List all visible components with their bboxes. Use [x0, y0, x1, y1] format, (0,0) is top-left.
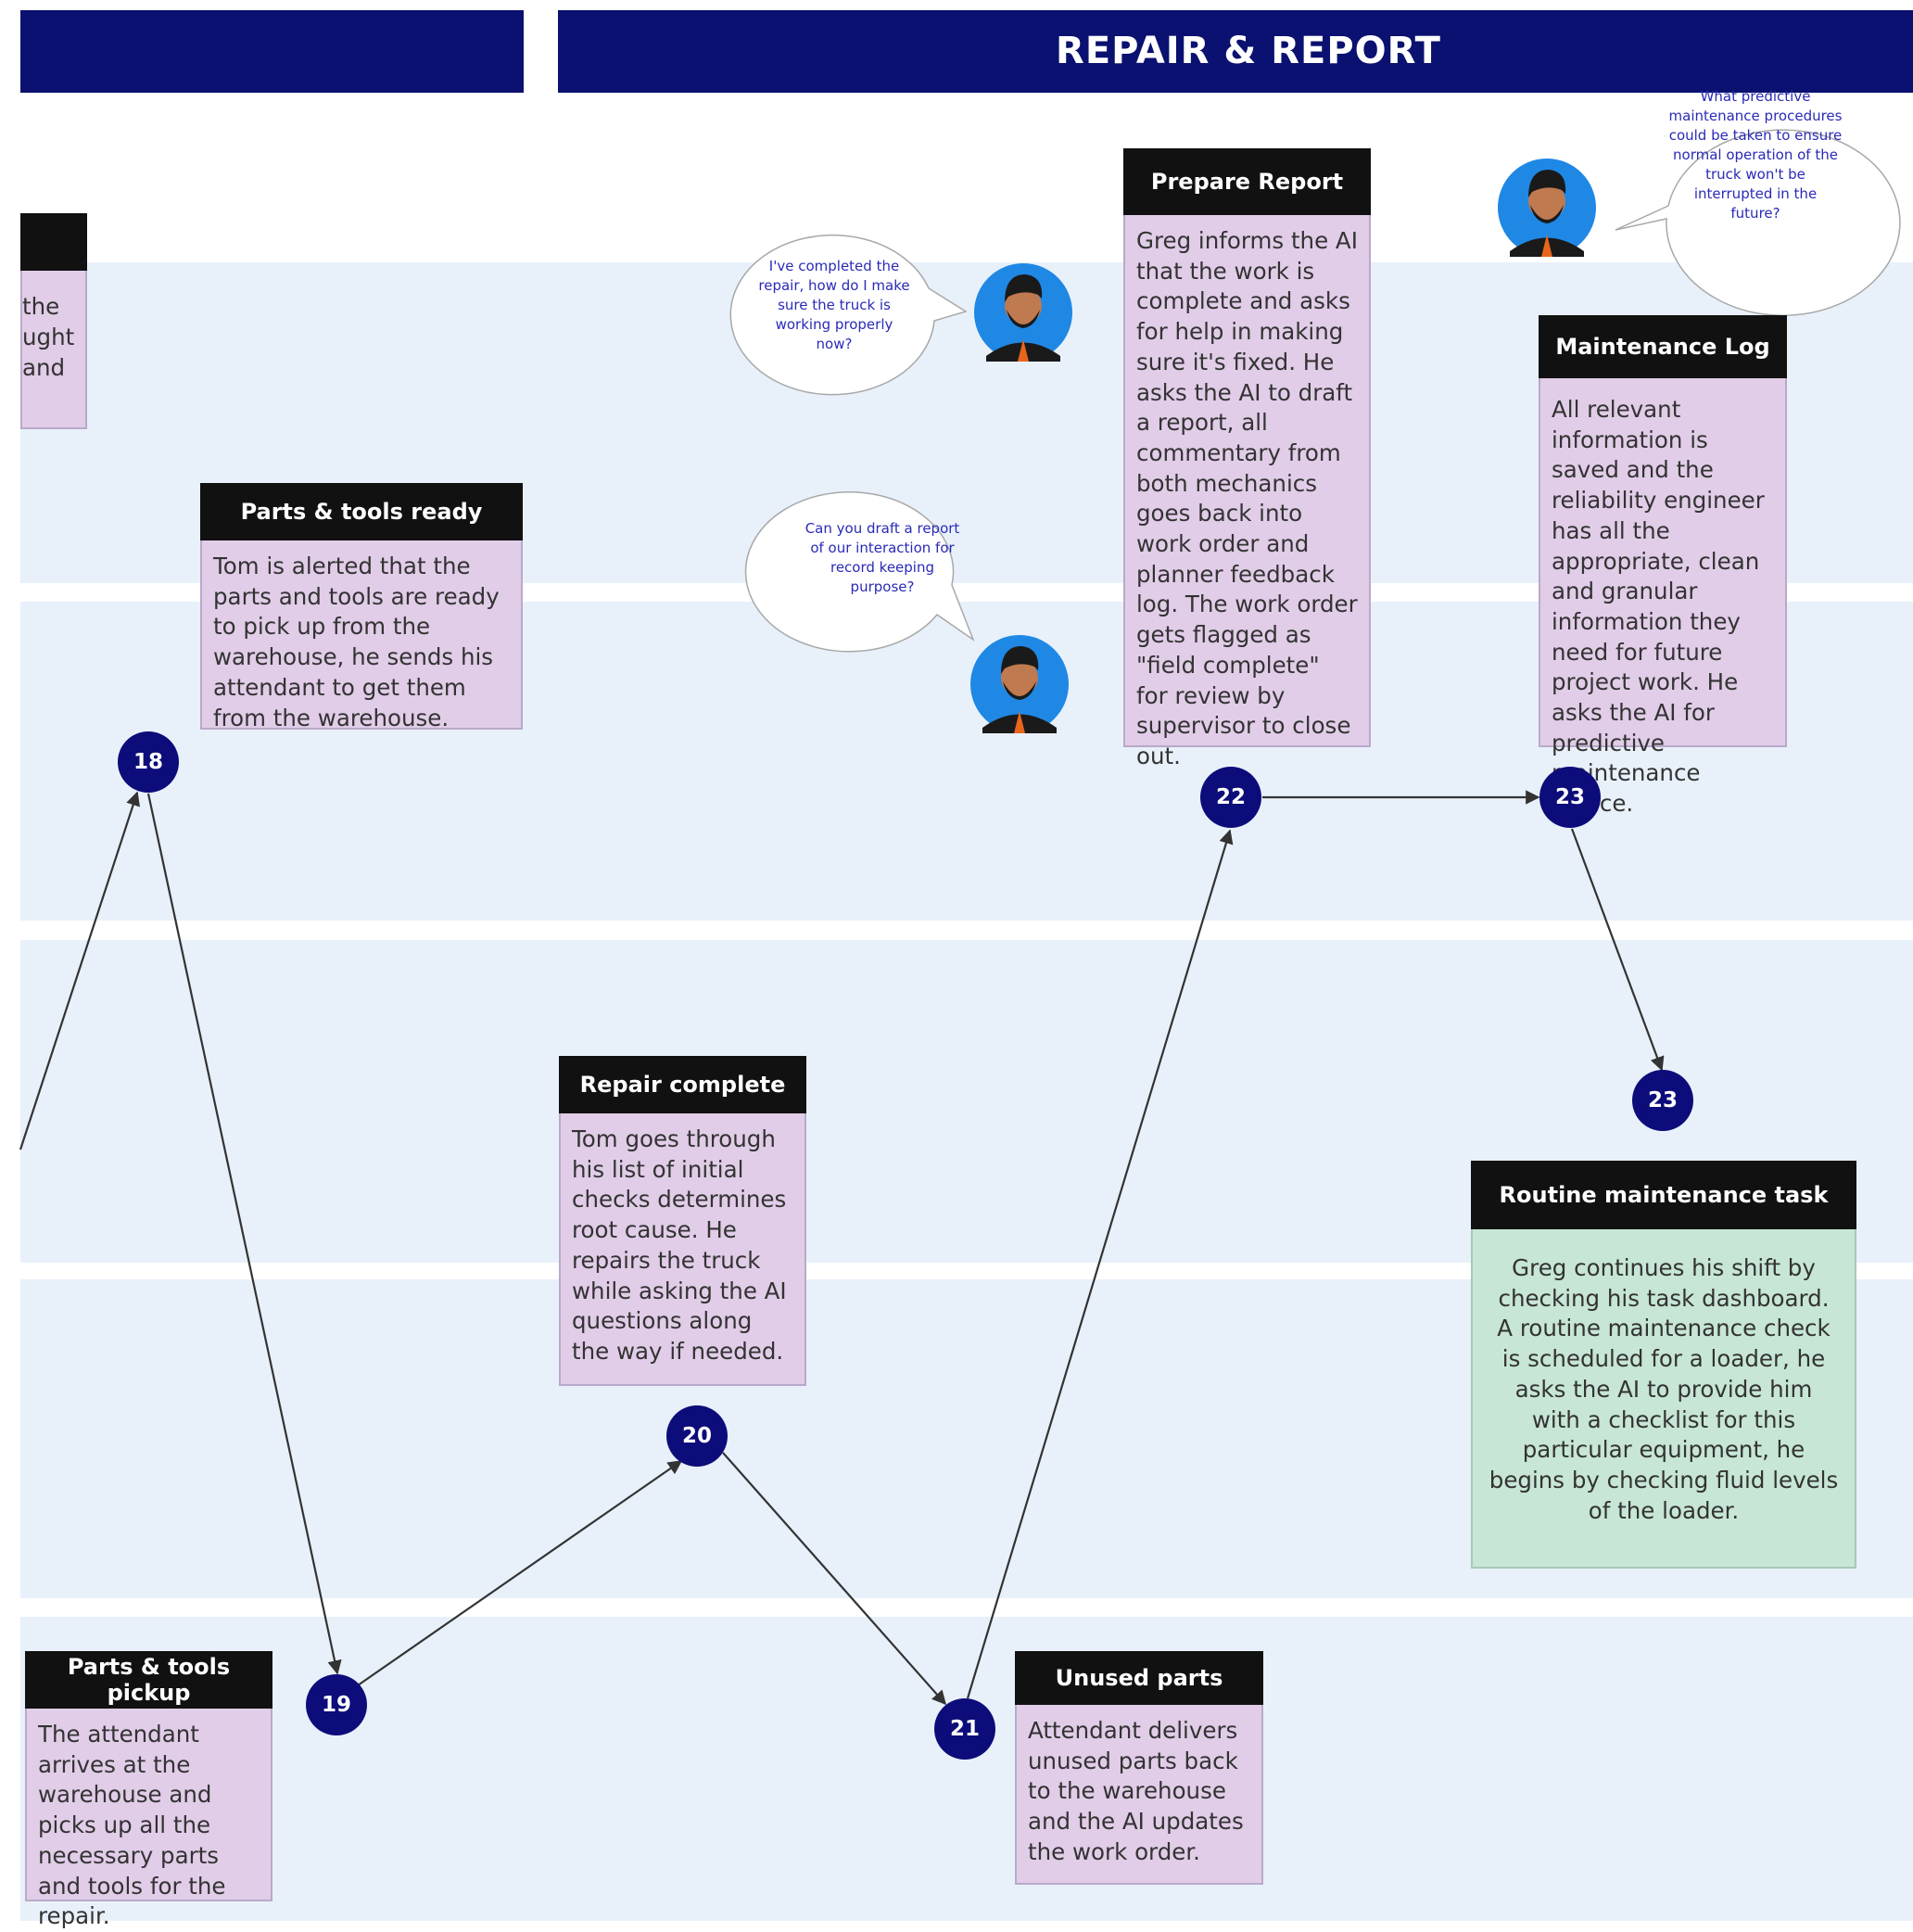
partial-card-line: and [22, 354, 66, 381]
card-title: Maintenance Log [1539, 315, 1787, 378]
card-title: Unused parts [1015, 1651, 1263, 1705]
step-node-23b: 23 [1632, 1070, 1693, 1131]
card-body: All relevant information is saved and th… [1539, 378, 1787, 817]
avatar-mechanic-1 [974, 263, 1072, 362]
card-body: Tom goes through his list of initial che… [559, 1113, 806, 1386]
card-title: Parts & tools ready [200, 483, 523, 540]
bubble-text-repair-check: I've completed the repair, how do I make… [758, 258, 910, 352]
card-title: Parts & tools pickup [25, 1651, 272, 1709]
card-prepare-report: Prepare Report Greg informs the AI that … [1123, 148, 1371, 769]
partial-card-line: ught [22, 324, 75, 350]
connector-23-23 [1570, 828, 1665, 1072]
avatar-mechanic-3 [1498, 159, 1596, 257]
card-repair-complete: Repair complete Tom goes through his lis… [559, 1056, 806, 1386]
card-parts-tools-pickup: Parts & tools pickup The attendant arriv… [25, 1651, 272, 1929]
connector-20-21 [722, 1452, 947, 1706]
card-unused-parts: Unused parts Attendant delivers unused p… [1015, 1651, 1263, 1885]
bubble-text-draft-report: Can you draft a report of our interactio… [804, 520, 960, 595]
step-node-23a: 23 [1539, 767, 1601, 828]
step-node-21: 21 [934, 1698, 995, 1760]
card-maintenance-log: Maintenance Log All relevant information… [1539, 315, 1787, 817]
speech-bubble-draft-report [744, 491, 975, 653]
card-title: Repair complete [559, 1056, 806, 1113]
step-node-18: 18 [118, 731, 179, 793]
step-node-19: 19 [306, 1674, 367, 1735]
card-title: Prepare Report [1123, 148, 1371, 215]
connector-19-20 [357, 1460, 683, 1686]
step-node-20: 20 [666, 1405, 728, 1467]
step-node-22: 22 [1200, 767, 1261, 828]
card-title: Routine maintenance task [1471, 1161, 1856, 1229]
partial-card-header [20, 213, 87, 271]
header-bar: REPAIR & REPORT [558, 10, 1913, 93]
speech-bubble-predictive [1615, 129, 1901, 316]
card-body: Attendant delivers unused parts back to … [1015, 1705, 1263, 1885]
card-parts-tools-ready: Parts & tools ready Tom is alerted that … [200, 483, 523, 731]
card-body: Greg informs the AI that the work is com… [1123, 215, 1371, 769]
header-bar-left [20, 10, 524, 93]
section-title: REPAIR & REPORT [1056, 30, 1441, 72]
connector-21-22 [966, 829, 1234, 1699]
card-body: Greg continues his shift by checking his… [1471, 1229, 1856, 1569]
card-routine-maintenance-task: Routine maintenance task Greg continues … [1471, 1161, 1856, 1569]
connector-18-19 [146, 793, 342, 1675]
partial-card-line: the [22, 293, 60, 320]
card-body: The attendant arrives at the warehouse a… [25, 1709, 272, 1929]
card-body: Tom is alerted that the parts and tools … [200, 540, 523, 731]
avatar-mechanic-2 [970, 635, 1069, 733]
bubble-text-predictive: What predictive maintenance procedures c… [1668, 88, 1843, 222]
speech-bubble-repair-check [729, 234, 968, 396]
connector-17-18 [19, 791, 141, 1150]
partial-card [20, 213, 87, 429]
